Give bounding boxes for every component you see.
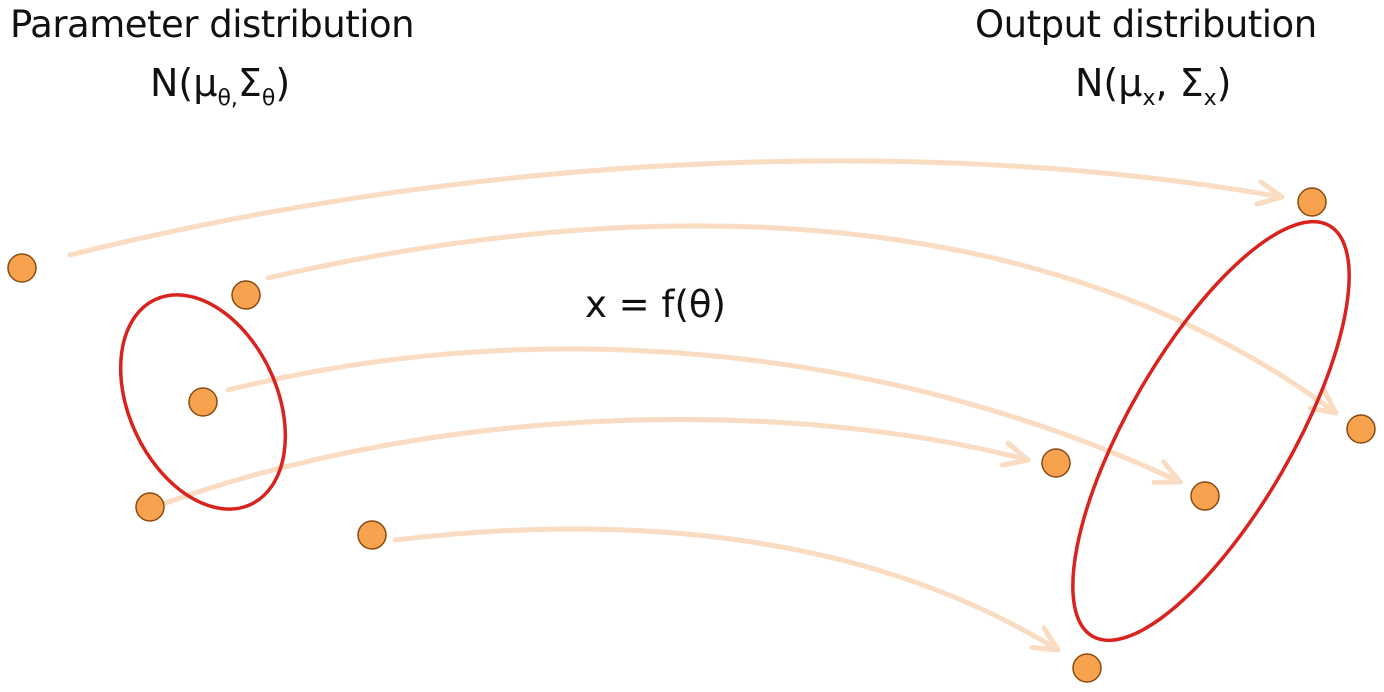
output-formula-suffix: ) [1216, 61, 1232, 105]
parameter-formula-prefix: N(μ [150, 61, 218, 105]
parameter-formula-suffix: ) [275, 61, 291, 105]
output-point-3 [1190, 481, 1220, 511]
input-point-5 [357, 520, 387, 550]
arrow-5 [392, 526, 1061, 653]
output-formula-prefix: N(μ [1075, 61, 1143, 105]
output-mean-subscript: x [1142, 86, 1156, 111]
output-distribution-title: Output distribution [975, 3, 1317, 46]
arrow-2 [265, 223, 1339, 416]
arrow-5-head [1029, 625, 1061, 653]
mapping-function-label: x = f(θ) [585, 283, 726, 326]
distribution-ellipses [118, 219, 1351, 643]
input-point-1 [7, 253, 37, 283]
mapping-arrows [67, 158, 1339, 653]
output-point-4 [1041, 448, 1071, 478]
arrow-4 [157, 416, 1031, 508]
input-point-2 [231, 280, 261, 310]
output-distribution-formula: N(μx, Σx) [1075, 61, 1232, 110]
parameter-distribution-formula: N(μθ,Σθ) [150, 61, 291, 110]
arrow-3-head [1151, 459, 1183, 485]
parameter-cov-subscript: θ [261, 86, 276, 111]
arrow-3 [225, 346, 1183, 485]
parameter-distribution-ellipse [118, 293, 288, 511]
arrow-1 [67, 158, 1285, 258]
input-point-4 [135, 492, 165, 522]
parameter-mean-subscript: θ, [217, 86, 238, 111]
output-cov-subscript: x [1203, 86, 1217, 111]
output-formula-separator: , Σ [1155, 61, 1204, 105]
input-point-3 [188, 387, 218, 417]
parameter-sigma: Σ [237, 61, 262, 105]
sample-points [7, 187, 1376, 683]
arrow-2-head [1307, 387, 1339, 416]
parameter-distribution-title: Parameter distribution [10, 3, 415, 46]
output-point-2 [1346, 414, 1376, 444]
output-distribution-ellipse [1071, 219, 1351, 643]
arrow-4-head [999, 440, 1031, 468]
output-point-5 [1072, 653, 1102, 683]
output-point-1 [1297, 187, 1327, 217]
arrow-1-head [1254, 179, 1285, 207]
